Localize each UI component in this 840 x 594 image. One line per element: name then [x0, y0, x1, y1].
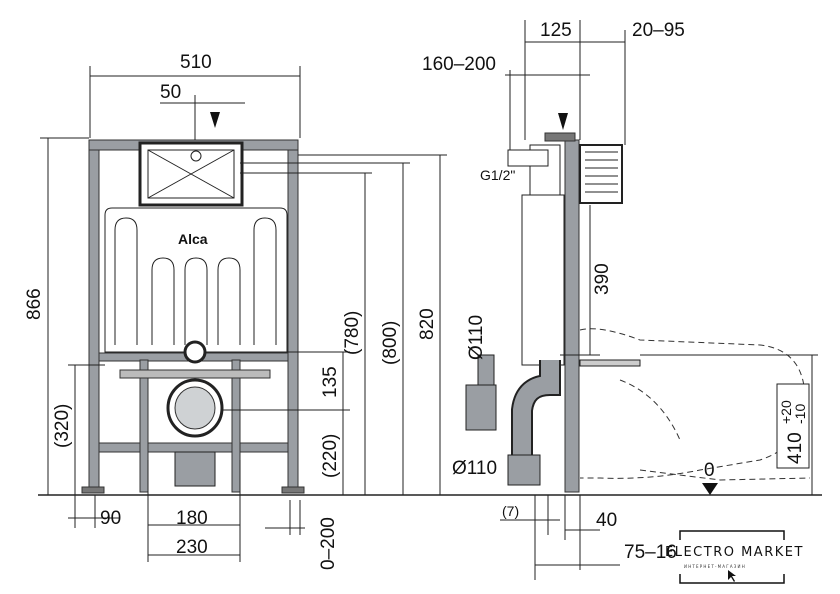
- dim-7: (7): [502, 503, 519, 519]
- dim-75-16: 75–16: [624, 542, 677, 563]
- dim-160-200: 160–200: [422, 54, 496, 75]
- floor-level-marker-icon: [702, 483, 718, 495]
- dim-180: 180: [176, 508, 208, 529]
- dim-800: (800): [380, 321, 401, 365]
- logo-subtitle: ИНТЕРНЕТ-МАГАЗИН: [684, 564, 746, 569]
- brand-logo-text: Alca: [178, 231, 208, 247]
- dim-410: 410: [785, 432, 806, 464]
- dim-510: 510: [180, 52, 212, 73]
- dim-pipe-bottom: Ø110: [452, 458, 497, 479]
- dim-125: 125: [540, 20, 572, 41]
- water-inlet-arrow-icon: [210, 112, 220, 128]
- dim-820: 820: [417, 308, 438, 340]
- dim-135: 135: [320, 366, 341, 398]
- dim-220: (220): [320, 434, 341, 478]
- logo-title: ELECTRO MARKET: [665, 545, 804, 560]
- cursor-icon: [728, 570, 736, 582]
- dim-90: 90: [100, 508, 121, 529]
- side-water-inlet-arrow-icon: [558, 113, 568, 130]
- dim-866: 866: [24, 288, 45, 320]
- dim-0-200: 0–200: [318, 517, 339, 570]
- tolerance-plus: +20: [778, 400, 794, 424]
- dim-pipe-top: Ø110: [466, 315, 487, 360]
- electro-market-logo: ELECTRO MARKET ИНТЕРНЕТ-МАГАЗИН: [665, 530, 804, 584]
- tolerance-minus: -10: [792, 404, 808, 424]
- dim-40: 40: [596, 510, 617, 531]
- thread-size-label: G1/2": [480, 167, 515, 183]
- dim-50: 50: [160, 82, 181, 103]
- floor-zero-label: 0: [704, 460, 715, 481]
- dim-780: (780): [342, 311, 363, 355]
- dim-230: 230: [176, 537, 208, 558]
- dim-390: 390: [592, 263, 613, 295]
- side-frame: [465, 132, 811, 493]
- dim-410-box: [776, 383, 810, 469]
- dim-20-95: 20–95: [632, 20, 685, 41]
- front-frame: [81, 139, 305, 494]
- dim-320: (320): [52, 404, 73, 448]
